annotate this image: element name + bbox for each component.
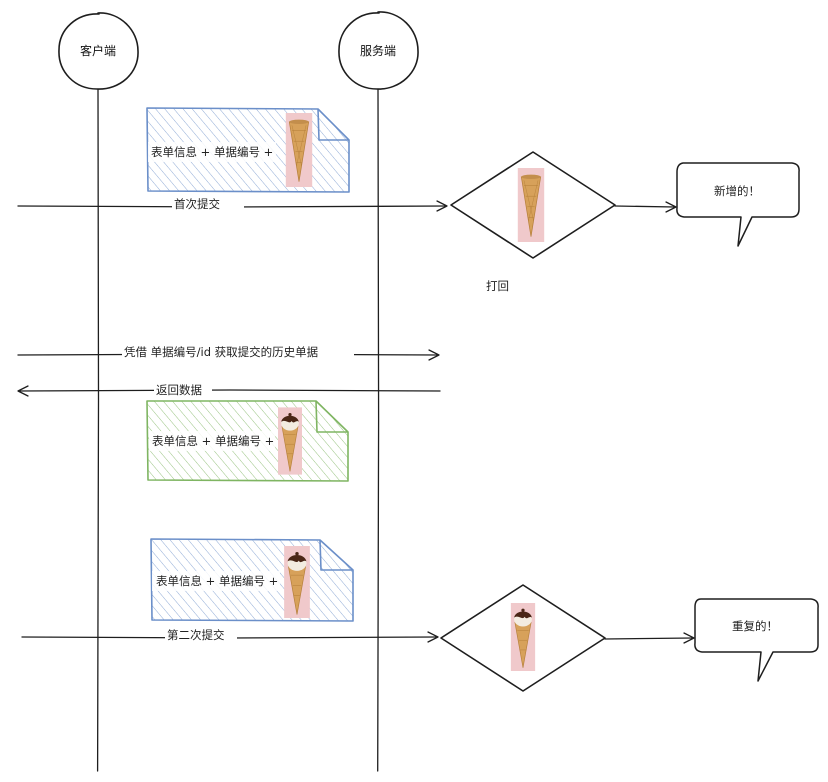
query-history-label: 凭借 单据编号/id 获取提交的历史单据 [124,345,319,359]
client-lifeline [96,88,100,772]
ice-cream-cone-icon [285,113,313,187]
client-label: 客户端 [80,43,116,58]
server-check-diamond-2 [440,584,606,692]
message-query-history: 凭借 单据编号/id 获取提交的历史单据 [17,344,440,361]
note-duplicate: 重复的！ [694,598,819,682]
second-submit-label: 第二次提交 [167,628,225,642]
note-new: 新增的！ [676,162,800,247]
chocolate-ice-cream-cone-icon [510,603,536,671]
chocolate-ice-cream-cone-icon [284,546,310,618]
note-new-text: 新增的！ [714,184,760,198]
document-2-text: 表单信息 + 单据编号 + [152,434,274,448]
participant-client: 客户端 [58,12,139,90]
diamond-2-to-note [604,637,694,640]
document-1-text: 表单信息 + 单据编号 + [151,145,273,159]
message-second-submit: 第二次提交 [21,627,439,643]
return-data-label: 返回数据 [156,383,202,397]
request-document-1: 表单信息 + 单据编号 + [146,107,350,193]
server-label: 服务端 [360,43,396,58]
participant-server: 服务端 [338,11,419,90]
message-first-submit: 首次提交 [17,196,448,212]
first-submit-label: 首次提交 [174,197,220,211]
diamond-1-to-note [614,205,676,208]
ice-cream-cone-icon [517,168,545,242]
server-lifeline [377,88,380,772]
reject-label: 打回 [486,279,509,293]
message-return-data: 返回数据 [17,382,441,398]
server-check-diamond-1 [450,151,616,259]
history-document: 表单信息 + 单据编号 + [146,400,349,482]
document-3-text: 表单信息 + 单据编号 + [156,574,278,588]
note-duplicate-text: 重复的！ [732,619,778,633]
chocolate-ice-cream-cone-icon [278,406,302,476]
request-document-2: 表单信息 + 单据编号 + [150,538,354,622]
